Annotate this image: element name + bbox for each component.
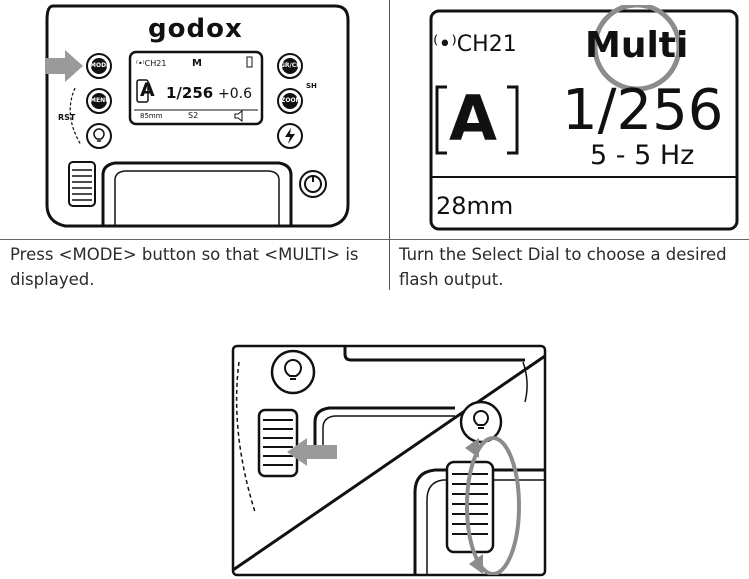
row-divider	[0, 239, 749, 240]
battery-icon	[246, 56, 253, 68]
lcd-closeup-frequency: 5 - 5 Hz	[590, 140, 695, 171]
caption-left: Press <MODE> button so that <MULTI> is d…	[10, 245, 359, 289]
lcd-closeup-power: 1/256	[562, 78, 724, 143]
zoom-button-label: ZOOM	[281, 97, 302, 104]
select-dial[interactable]	[68, 161, 96, 207]
dial-detail-illustration	[231, 344, 547, 577]
gr-ch-button-label: GR/CH	[280, 62, 302, 69]
power-button[interactable]	[299, 170, 327, 198]
test-button[interactable]	[277, 123, 303, 149]
rst-label: RST	[58, 113, 76, 122]
zoom-button[interactable]	[277, 88, 303, 114]
arrow-icon	[287, 438, 337, 466]
speaker-icon	[234, 110, 243, 122]
lcd-screen	[128, 50, 264, 126]
lcd-channel: ⁽•⁾CH21	[136, 59, 167, 68]
lcd-zoom: 85mm	[140, 112, 163, 120]
mode-button[interactable]	[86, 53, 112, 79]
lcd-mode-indicator: M	[192, 58, 202, 69]
brand-logo: Godox	[148, 14, 243, 44]
lcd-closeup-illustration	[429, 5, 739, 231]
rotate-arrow-icon	[465, 436, 521, 575]
signal-icon: ⁽•⁾	[433, 32, 457, 57]
lcd-closeup-mode-letter: A	[449, 82, 497, 155]
lcd-closeup-channel: ⁽•⁾CH21	[433, 32, 517, 57]
arrow-icon	[45, 50, 83, 82]
flash-panel-illustration	[45, 4, 350, 228]
lcd-closeup-zoom: 28mm	[436, 192, 514, 220]
modeling-lamp-button[interactable]	[86, 123, 112, 149]
menu-button[interactable]	[86, 88, 112, 114]
signal-icon: ⁽•⁾	[136, 59, 145, 68]
lcd-group: S2	[188, 111, 199, 120]
highlight-circle	[592, 5, 682, 92]
lcd-mode-letter: A	[140, 79, 155, 101]
sync-label: SH	[306, 82, 317, 90]
gr-ch-button[interactable]	[277, 53, 303, 79]
menu-button-label: MENU	[90, 97, 110, 104]
column-divider	[389, 0, 390, 290]
lcd-power: 1/256 +0.6	[166, 84, 253, 102]
lcd-closeup-mode-label: Multi	[585, 25, 689, 66]
mode-button-label: MODE	[90, 62, 111, 69]
caption-right: Turn the Select Dial to choose a desired…	[399, 245, 727, 289]
